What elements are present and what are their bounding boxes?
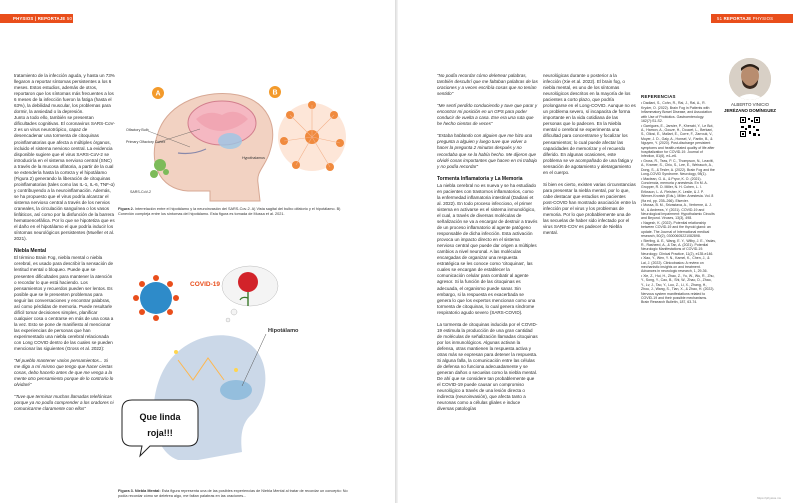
author-first-name: ALBERTO VINICIO: [731, 102, 769, 107]
section-heading-tormenta-inflamatoria: Tormenta Inflamatoria y La Memoria: [437, 175, 523, 182]
author-name: ALBERTO VINICIO JERÉZANO DOMÍNGUEZ: [712, 102, 788, 113]
label-hypothalamus: Hypothalamus: [242, 156, 265, 160]
column-1: tratamiento de la infección aguda, y has…: [14, 73, 115, 498]
author-block: ALBERTO VINICIO JERÉZANO DOMÍNGUEZ: [712, 58, 788, 139]
quote: "Estaba hablando con alguien que me hizo…: [437, 133, 538, 169]
figure-2-image: A B Olfactory Bulb Primary Olfactory Cor…: [118, 71, 350, 205]
qr-code-icon[interactable]: [739, 116, 761, 139]
reference-item: • Garrigues, E., Janvier, P., Kherabi, Y…: [641, 123, 715, 159]
paragraph: El término Brain Fog, niebla mental o ni…: [14, 255, 114, 352]
figure-3-caption-text: Esta figura representa una de las posibl…: [118, 489, 348, 498]
left-page-header: PHYSIOS | REPORTAJE 50: [0, 14, 73, 23]
page-gutter: [395, 0, 398, 503]
reference-item: • Gross, R., Teas, P. C., Thompson, N., …: [641, 158, 715, 177]
header-brand-right: PHYSIOS: [752, 16, 774, 21]
reference-item: • Nagesh, K. (2022). Potential relations…: [641, 220, 711, 239]
footer-url[interactable]: https://physios.mx: [756, 496, 781, 500]
section-heading-niebla-mental: Niebla Mental: [14, 248, 47, 255]
figure-2-caption-text: Interrelación entre el hipotálamo y la n…: [118, 207, 341, 216]
figure-2-caption-label: Figura 2.: [118, 207, 134, 211]
figure-2-graphic: A B Olfactory Bulb Primary Olfactory Cor…: [118, 71, 350, 205]
label-covid-19: COVID-19: [190, 281, 220, 288]
label-olfactory-bulb: Olfactory Bulb: [126, 128, 149, 132]
reference-item: • Dadiani, S., Cohn, R., Rai, J., Rai, A…: [641, 101, 712, 124]
reference-item: • Mussa, B. M., Srivastava, A., Verberne…: [641, 203, 715, 221]
references-title: REFERENCIAS: [641, 95, 676, 99]
paragraph: neurológicas durante o posterior a la in…: [543, 73, 636, 175]
reference-item: • Xie, Z., Hui, H., Zhao, Z., Yu, W., Wu…: [641, 273, 715, 305]
paragraph: La niebla cerebral no es nueva y se ha e…: [437, 182, 538, 315]
figure-3-graphic: COVID-19 Hipotálamo Que linda rojaǃǃ!: [118, 240, 350, 488]
figure-3-caption: Figura 3. Niebla Mental: Esta figura rep…: [118, 489, 354, 499]
paragraph: La tormenta de citoquinas inducida por e…: [437, 321, 538, 412]
paragraph: tratamiento de la infección aguda, y has…: [14, 73, 115, 115]
reference-item: • Maclean, G. A., & Pryor, K. O. (2021).…: [641, 176, 714, 203]
quote: "Me sentí perdido conduciendo y tuve que…: [437, 103, 538, 127]
quote: "No podía recordar cómo deletrear palabr…: [437, 73, 538, 97]
header-separator: |: [34, 16, 37, 21]
label-sars-cov-2: SARS-CoV-2: [130, 190, 151, 194]
right-page-header: 51 REPORTAJE PHYSIOS: [711, 14, 793, 23]
reference-item: • Sterling, A. E., Wang, E. Y., Wilby, J…: [641, 238, 716, 256]
header-page-number-right: 51: [717, 16, 723, 21]
speech-bubble-line-2: rojaǃǃ!: [147, 428, 173, 438]
header-section-left: REPORTAJE: [37, 16, 66, 21]
figure-label-b: B: [272, 90, 277, 97]
header-brand-left: PHYSIOS: [13, 16, 34, 21]
figure-3-caption-label: Figura 3. Niebla Mental:: [118, 489, 161, 493]
header-page-number-left: 50: [66, 16, 73, 21]
figure-2-caption: Figura 2. Interrelación entre el hipotál…: [118, 207, 354, 217]
column-3: neurológicas durante o posterior a la in…: [543, 73, 636, 498]
figure-label-a: A: [155, 91, 160, 98]
speech-bubble-line-1: Que linda: [139, 412, 181, 422]
figure-3-image: COVID-19 Hipotálamo Que linda rojaǃǃ!: [118, 240, 350, 488]
references-section: REFERENCIAS • Dadiani, S., Cohn, R., Rai…: [641, 95, 716, 497]
author-surname: JERÉZANO DOMÍNGUEZ: [724, 107, 776, 113]
paragraph: Junto a todo ello, también se presentan …: [14, 115, 115, 242]
header-section-right: REPORTAJE: [723, 16, 752, 21]
label-hipotalamo: Hipotálamo: [268, 328, 299, 334]
paragraph: Si bien es cierto, existen varias circun…: [543, 181, 636, 236]
references-list: • Dadiani, S., Cohn, R., Rai, J., Rai, A…: [641, 101, 716, 304]
column-2: "No podía recordar cómo deletrear palabr…: [437, 73, 538, 498]
quote: "Tuve que terminar muchas llamadas telef…: [14, 394, 114, 412]
reference-item: • Xiao, Y., Wen, Y. N., Kamel, K., Chen,…: [641, 256, 710, 274]
label-primary-olfactory-cortex: Primary Olfactory Cortex: [126, 140, 166, 144]
author-avatar: [729, 58, 771, 100]
quote: "Mi pueblo mantener varios pensamientos.…: [14, 358, 114, 388]
